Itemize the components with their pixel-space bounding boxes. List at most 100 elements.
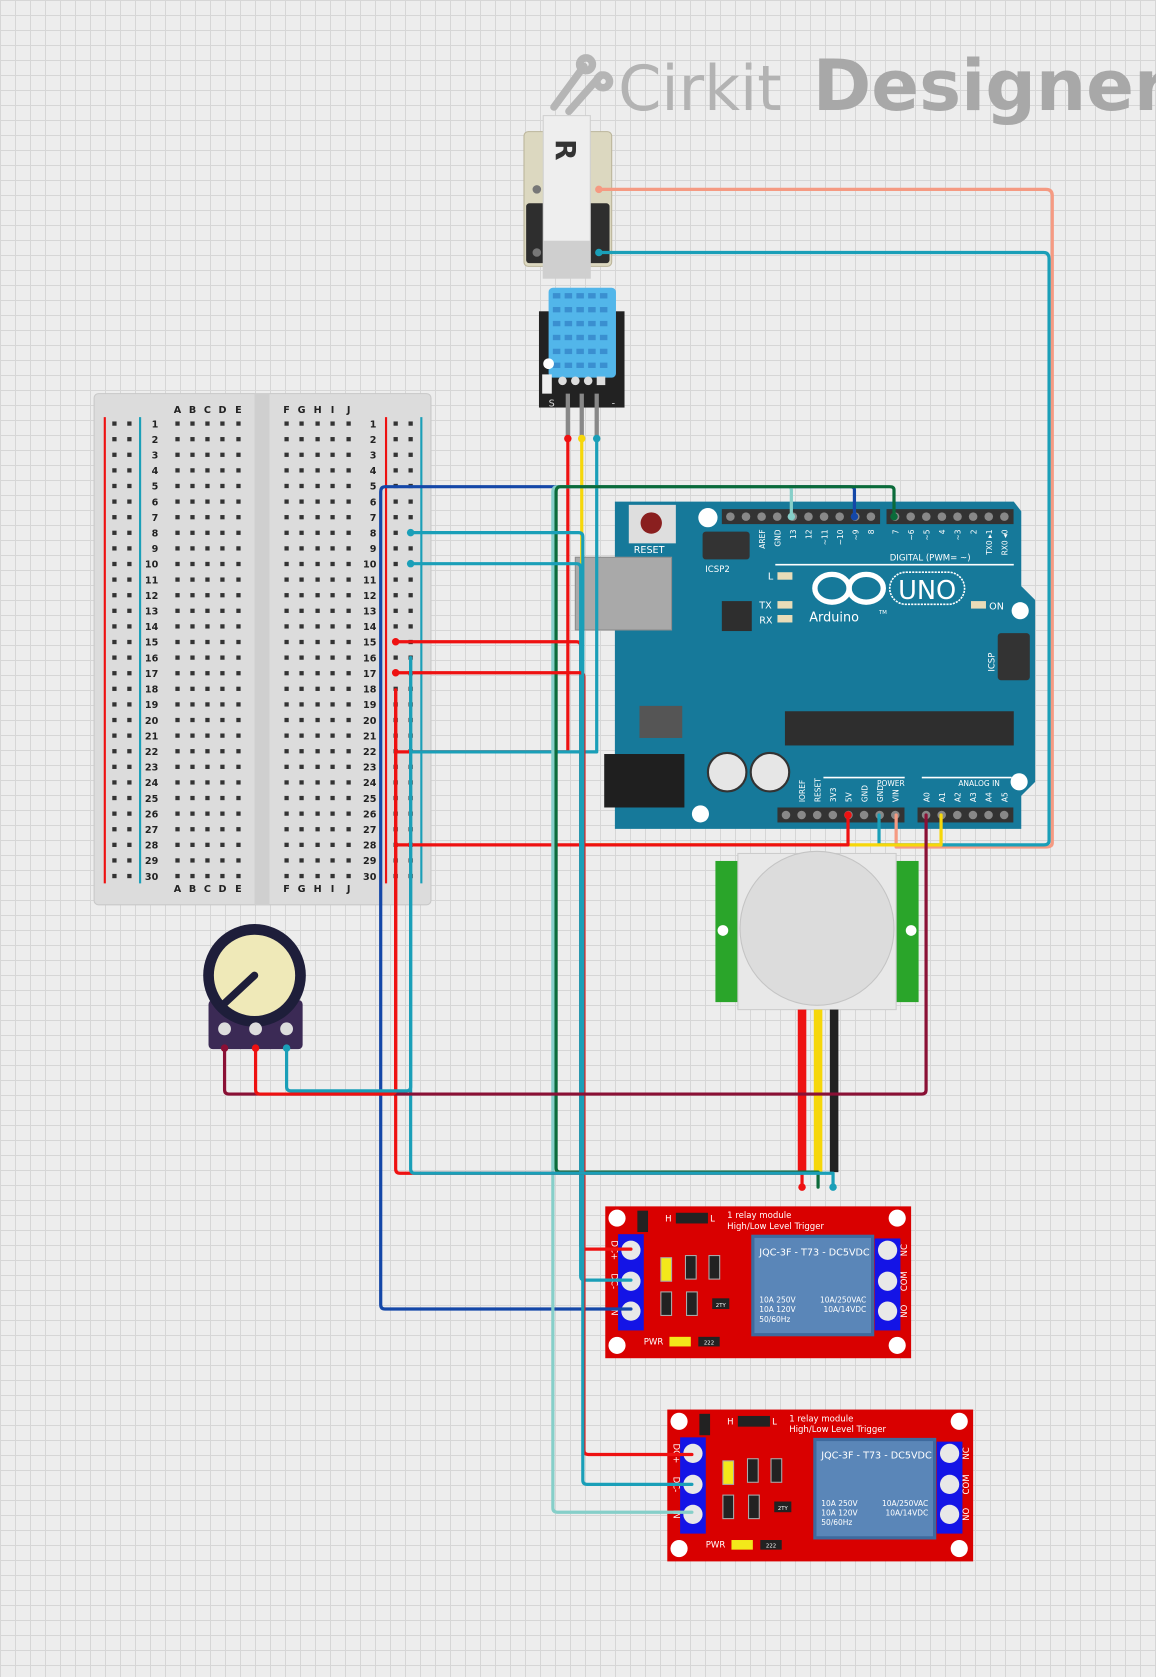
header-pin[interactable] bbox=[757, 512, 766, 521]
breadboard-hole[interactable] bbox=[330, 515, 335, 520]
breadboard-hole[interactable] bbox=[190, 655, 195, 660]
breadboard-hole[interactable] bbox=[175, 842, 180, 847]
breadboard-hole[interactable] bbox=[236, 842, 241, 847]
breadboard-hole[interactable] bbox=[284, 873, 289, 879]
breadboard-hole[interactable] bbox=[190, 593, 195, 598]
breadboard-hole[interactable] bbox=[330, 561, 335, 567]
breadboard-hole[interactable] bbox=[236, 749, 241, 754]
terminal-screw[interactable] bbox=[939, 1443, 960, 1464]
breadboard-hole[interactable] bbox=[408, 577, 413, 582]
breadboard-hole[interactable] bbox=[393, 437, 398, 442]
breadboard-hole[interactable] bbox=[190, 546, 195, 551]
terminal-screw[interactable] bbox=[621, 1301, 641, 1321]
breadboard-hole[interactable] bbox=[220, 624, 225, 629]
breadboard-hole[interactable] bbox=[175, 530, 180, 535]
breadboard-hole[interactable] bbox=[190, 452, 195, 457]
breadboard-hole[interactable] bbox=[346, 795, 351, 801]
breadboard-hole[interactable] bbox=[315, 561, 320, 567]
breadboard-hole[interactable] bbox=[284, 671, 289, 676]
breadboard-hole[interactable] bbox=[190, 873, 195, 879]
wire-endpoint[interactable] bbox=[844, 811, 852, 819]
breadboard-hole[interactable] bbox=[299, 686, 304, 691]
breadboard-hole[interactable] bbox=[330, 608, 335, 613]
breadboard-hole[interactable] bbox=[315, 764, 320, 769]
breadboard-hole[interactable] bbox=[408, 546, 413, 551]
breadboard-hole[interactable] bbox=[299, 593, 304, 598]
breadboard-hole[interactable] bbox=[112, 608, 117, 613]
breadboard-hole[interactable] bbox=[315, 593, 320, 598]
breadboard-hole[interactable] bbox=[284, 608, 289, 613]
breadboard-hole[interactable] bbox=[205, 655, 210, 660]
breadboard-hole[interactable] bbox=[299, 468, 304, 473]
breadboard-hole[interactable] bbox=[408, 593, 413, 598]
breadboard-hole[interactable] bbox=[190, 811, 195, 816]
breadboard-hole[interactable] bbox=[299, 624, 304, 629]
breadboard-hole[interactable] bbox=[205, 811, 210, 816]
breadboard-hole[interactable] bbox=[408, 608, 413, 613]
breadboard-hole[interactable] bbox=[346, 764, 351, 769]
breadboard-hole[interactable] bbox=[284, 827, 289, 832]
breadboard-hole[interactable] bbox=[346, 671, 351, 676]
breadboard-hole[interactable] bbox=[127, 624, 132, 629]
breadboard-hole[interactable] bbox=[346, 858, 351, 863]
breadboard-hole[interactable] bbox=[284, 593, 289, 598]
breadboard-hole[interactable] bbox=[315, 468, 320, 473]
breadboard-hole[interactable] bbox=[190, 530, 195, 535]
breadboard-hole[interactable] bbox=[127, 639, 132, 645]
breadboard-hole[interactable] bbox=[175, 717, 180, 723]
breadboard-hole[interactable] bbox=[112, 780, 117, 785]
breadboard-hole[interactable] bbox=[175, 608, 180, 613]
breadboard-hole[interactable] bbox=[236, 530, 241, 535]
breadboard-hole[interactable] bbox=[236, 608, 241, 613]
wire-endpoint[interactable] bbox=[406, 528, 415, 537]
header-pin[interactable] bbox=[828, 810, 838, 820]
breadboard-hole[interactable] bbox=[205, 671, 210, 676]
breadboard-hole[interactable] bbox=[408, 515, 413, 520]
breadboard-hole[interactable] bbox=[190, 624, 195, 629]
breadboard-hole[interactable] bbox=[190, 671, 195, 676]
wire-endpoint[interactable] bbox=[220, 1044, 229, 1052]
breadboard-hole[interactable] bbox=[220, 842, 225, 847]
breadboard-hole[interactable] bbox=[284, 764, 289, 769]
breadboard-hole[interactable] bbox=[112, 421, 117, 426]
wire-endpoint[interactable] bbox=[829, 1183, 837, 1191]
breadboard-hole[interactable] bbox=[112, 671, 117, 676]
breadboard-hole[interactable] bbox=[190, 795, 195, 801]
breadboard-hole[interactable] bbox=[330, 686, 335, 691]
breadboard-hole[interactable] bbox=[236, 624, 241, 629]
breadboard-hole[interactable] bbox=[205, 873, 210, 879]
breadboard-hole[interactable] bbox=[127, 577, 132, 582]
breadboard-hole[interactable] bbox=[220, 702, 225, 707]
breadboard-hole[interactable] bbox=[315, 499, 320, 504]
breadboard-hole[interactable] bbox=[236, 639, 241, 645]
breadboard-hole[interactable] bbox=[330, 452, 335, 457]
breadboard-hole[interactable] bbox=[175, 561, 180, 567]
breadboard-hole[interactable] bbox=[205, 686, 210, 691]
breadboard-hole[interactable] bbox=[346, 749, 351, 754]
breadboard-hole[interactable] bbox=[112, 546, 117, 551]
breadboard-hole[interactable] bbox=[315, 858, 320, 863]
breadboard-hole[interactable] bbox=[284, 780, 289, 785]
breadboard-hole[interactable] bbox=[315, 546, 320, 551]
breadboard-hole[interactable] bbox=[346, 593, 351, 598]
breadboard-hole[interactable] bbox=[236, 483, 241, 489]
breadboard-hole[interactable] bbox=[205, 561, 210, 567]
breadboard-hole[interactable] bbox=[112, 468, 117, 473]
breadboard-hole[interactable] bbox=[112, 483, 117, 489]
breadboard-hole[interactable] bbox=[330, 764, 335, 769]
header-pin[interactable] bbox=[819, 512, 829, 521]
breadboard-hole[interactable] bbox=[236, 421, 241, 426]
breadboard-hole[interactable] bbox=[284, 530, 289, 535]
wire-endpoint[interactable] bbox=[850, 512, 859, 521]
breadboard-hole[interactable] bbox=[284, 733, 289, 738]
breadboard-hole[interactable] bbox=[315, 702, 320, 707]
breadboard-hole[interactable] bbox=[315, 655, 320, 660]
breadboard-hole[interactable] bbox=[346, 515, 351, 520]
breadboard-hole[interactable] bbox=[190, 842, 195, 847]
breadboard-hole[interactable] bbox=[346, 624, 351, 629]
wire-rail-relay2-gnd[interactable] bbox=[409, 531, 694, 1487]
breadboard-hole[interactable] bbox=[299, 639, 304, 645]
breadboard-hole[interactable] bbox=[299, 873, 304, 879]
breadboard-hole[interactable] bbox=[408, 624, 413, 629]
breadboard-hole[interactable] bbox=[330, 577, 335, 582]
